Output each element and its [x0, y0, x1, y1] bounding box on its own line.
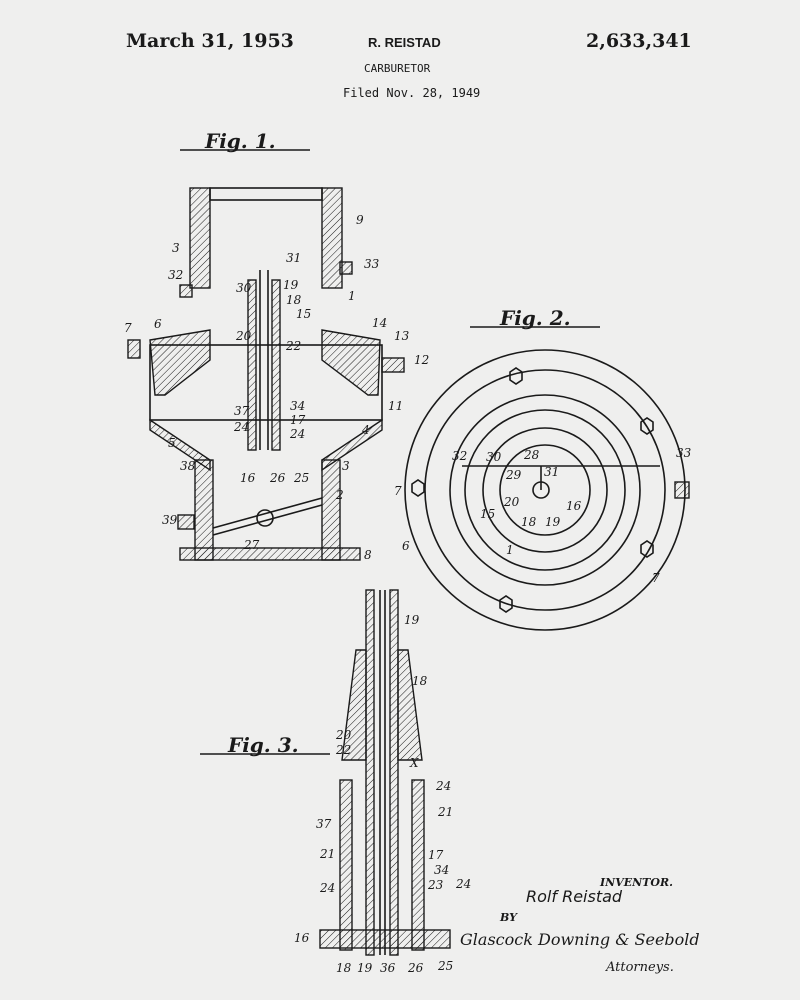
- reference-numeral: 19: [404, 613, 420, 627]
- reference-numeral: 16: [240, 471, 256, 485]
- inventor-label: INVENTOR.: [600, 876, 673, 889]
- reference-numeral: 33: [364, 257, 380, 271]
- reference-numeral: 19: [283, 278, 299, 292]
- reference-numeral: 25: [437, 959, 453, 973]
- reference-numeral: 32: [168, 268, 183, 282]
- reference-numeral: 15: [296, 307, 311, 321]
- reference-numeral: 19: [357, 961, 373, 975]
- reference-numeral: 6: [402, 539, 410, 553]
- reference-numeral: 38: [180, 459, 196, 473]
- patent-number: 2,633,341: [586, 30, 692, 52]
- reference-numeral: 15: [480, 507, 495, 521]
- reference-numeral: 30: [236, 281, 252, 295]
- reference-numeral: 18: [521, 515, 537, 529]
- reference-numeral: 27: [243, 538, 260, 552]
- attorneys-signature: Glascock Downing & Seebold: [460, 930, 700, 949]
- reference-numeral: 3: [172, 241, 180, 255]
- reference-numeral: 9: [356, 213, 364, 227]
- reference-numeral: 24: [289, 427, 305, 441]
- reference-numeral: 25: [293, 471, 309, 485]
- reference-numeral: 18: [336, 961, 352, 975]
- reference-numeral: 13: [394, 329, 410, 343]
- reference-numeral: 34: [434, 863, 449, 877]
- figure-2-top-view: Fig. 2.: [404, 306, 690, 631]
- reference-numeral: X: [409, 756, 419, 770]
- reference-numeral: 20: [335, 728, 352, 742]
- patent-date: March 31, 1953: [126, 30, 294, 52]
- patent-title: CARBURETOR: [364, 62, 431, 75]
- reference-numeral: 29: [505, 468, 522, 482]
- inventor-header: R. REISTAD: [368, 35, 441, 50]
- reference-numeral: 26: [407, 961, 424, 975]
- reference-numeral: 17: [428, 848, 444, 862]
- reference-numeral: 19: [545, 515, 561, 529]
- reference-numeral: 4: [361, 423, 370, 437]
- reference-numeral: 37: [316, 817, 332, 831]
- reference-numeral: 3: [342, 459, 350, 473]
- reference-numeral: 31: [544, 465, 559, 479]
- reference-numeral: 7: [124, 321, 132, 335]
- reference-numeral: 16: [294, 931, 310, 945]
- reference-numeral: 34: [290, 399, 305, 413]
- attorneys-label: Attorneys.: [606, 960, 674, 975]
- reference-numeral: 18: [412, 674, 428, 688]
- figure-3-nozzle-detail: Fig. 3.: [200, 589, 451, 956]
- by-label: BY: [500, 911, 517, 924]
- reference-numeral: 22: [335, 743, 351, 757]
- reference-numeral: 23: [427, 878, 444, 892]
- reference-numeral: 36: [380, 961, 396, 975]
- figure-3-title: Fig. 3.: [227, 733, 299, 757]
- reference-numeral: 32: [452, 449, 467, 463]
- filed-date: Filed Nov. 28, 1949: [343, 86, 481, 100]
- figure-1-carburetor-section: Fig. 1.: [127, 129, 405, 561]
- reference-numeral: 21: [437, 805, 453, 819]
- reference-numeral: 14: [372, 316, 387, 330]
- reference-numeral: 30: [486, 450, 502, 464]
- reference-numeral: 6: [154, 317, 162, 331]
- reference-numeral: 12: [414, 353, 429, 367]
- reference-numeral: 31: [286, 251, 301, 265]
- reference-numeral: 1: [348, 289, 356, 303]
- reference-numeral: 7: [652, 571, 660, 585]
- reference-numeral: 33: [676, 446, 692, 460]
- reference-numeral: 24: [455, 877, 471, 891]
- reference-numeral: 24: [435, 779, 451, 793]
- reference-numeral: 24: [233, 420, 249, 434]
- reference-numeral: 2: [335, 488, 344, 502]
- reference-numeral: 18: [286, 293, 302, 307]
- reference-numeral: 11: [388, 399, 403, 413]
- inventor-signature: Rolf Reistad: [526, 887, 623, 906]
- reference-numeral: 16: [566, 499, 582, 513]
- reference-numeral: 28: [523, 448, 540, 462]
- reference-numeral: 37: [234, 404, 250, 418]
- figure-2-title: Fig. 2.: [499, 306, 571, 330]
- reference-numeral: 39: [162, 513, 178, 527]
- reference-numeral: 17: [290, 413, 306, 427]
- reference-numeral: 24: [319, 881, 335, 895]
- reference-numeral: 5: [168, 436, 176, 450]
- reference-numeral: 1: [506, 543, 514, 557]
- figure-1-title: Fig. 1.: [204, 129, 276, 153]
- reference-numeral: 7: [394, 484, 402, 498]
- reference-numeral: 20: [235, 329, 252, 343]
- reference-numeral: 22: [285, 339, 301, 353]
- reference-numeral: 20: [503, 495, 520, 509]
- reference-numeral: 26: [269, 471, 286, 485]
- reference-numeral: 21: [319, 847, 335, 861]
- reference-numeral: 8: [364, 548, 372, 562]
